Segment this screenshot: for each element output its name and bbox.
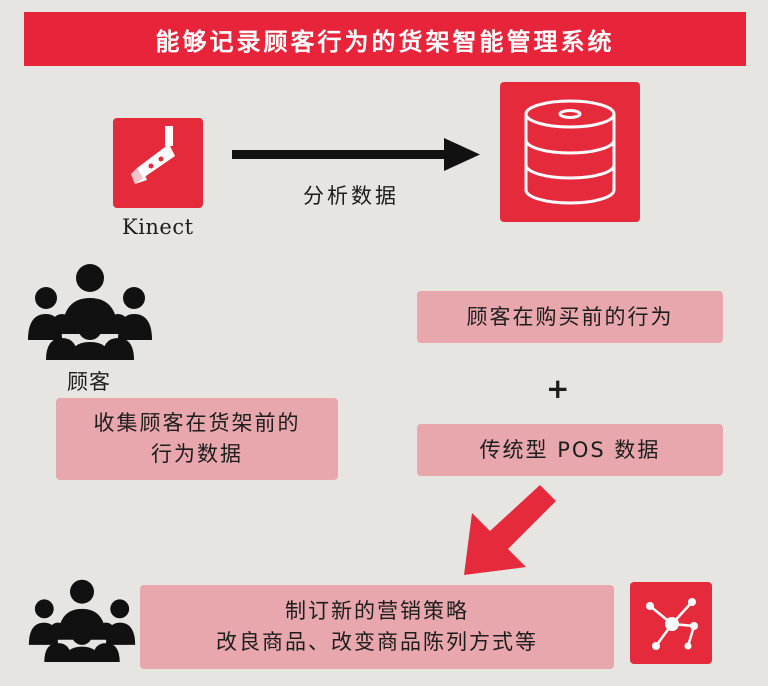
network-tile	[630, 582, 712, 664]
people-group-icon	[28, 264, 152, 360]
arrow-down-left-icon	[464, 485, 556, 575]
page-title: 能够记录顾客行为的货架智能管理系统	[24, 12, 746, 66]
customer-label: 顾客	[67, 370, 111, 394]
strategy-line-2: 改良商品、改变商品陈列方式等	[216, 630, 538, 654]
database-icon	[524, 99, 616, 205]
network-nodes-icon	[646, 598, 698, 650]
kinect-tile	[113, 118, 203, 208]
kinect-label: Kinect	[122, 215, 194, 239]
strategy-box: 制订新的营销策略 改良商品、改变商品陈列方式等	[140, 585, 614, 669]
collect-line-2: 行为数据	[151, 442, 243, 466]
pos-data-box: 传统型 POS 数据	[417, 424, 723, 476]
collect-data-box: 收集顾客在货架前的 行为数据	[56, 398, 338, 480]
arrow-label: 分析数据	[303, 184, 399, 208]
behavior-text: 顾客在购买前的行为	[466, 304, 674, 329]
database-tile	[500, 82, 640, 222]
collect-line-1: 收集顾客在货架前的	[93, 411, 301, 435]
strategy-line-1: 制订新的营销策略	[285, 599, 469, 623]
kinect-camera-icon	[131, 126, 175, 184]
people-group-icon-bottom	[28, 579, 136, 662]
plus-sign: +	[546, 372, 570, 405]
pos-text: 传统型 POS 数据	[479, 437, 661, 462]
pre-purchase-behavior-box: 顾客在购买前的行为	[417, 291, 723, 343]
arrow-right-icon	[232, 138, 480, 171]
